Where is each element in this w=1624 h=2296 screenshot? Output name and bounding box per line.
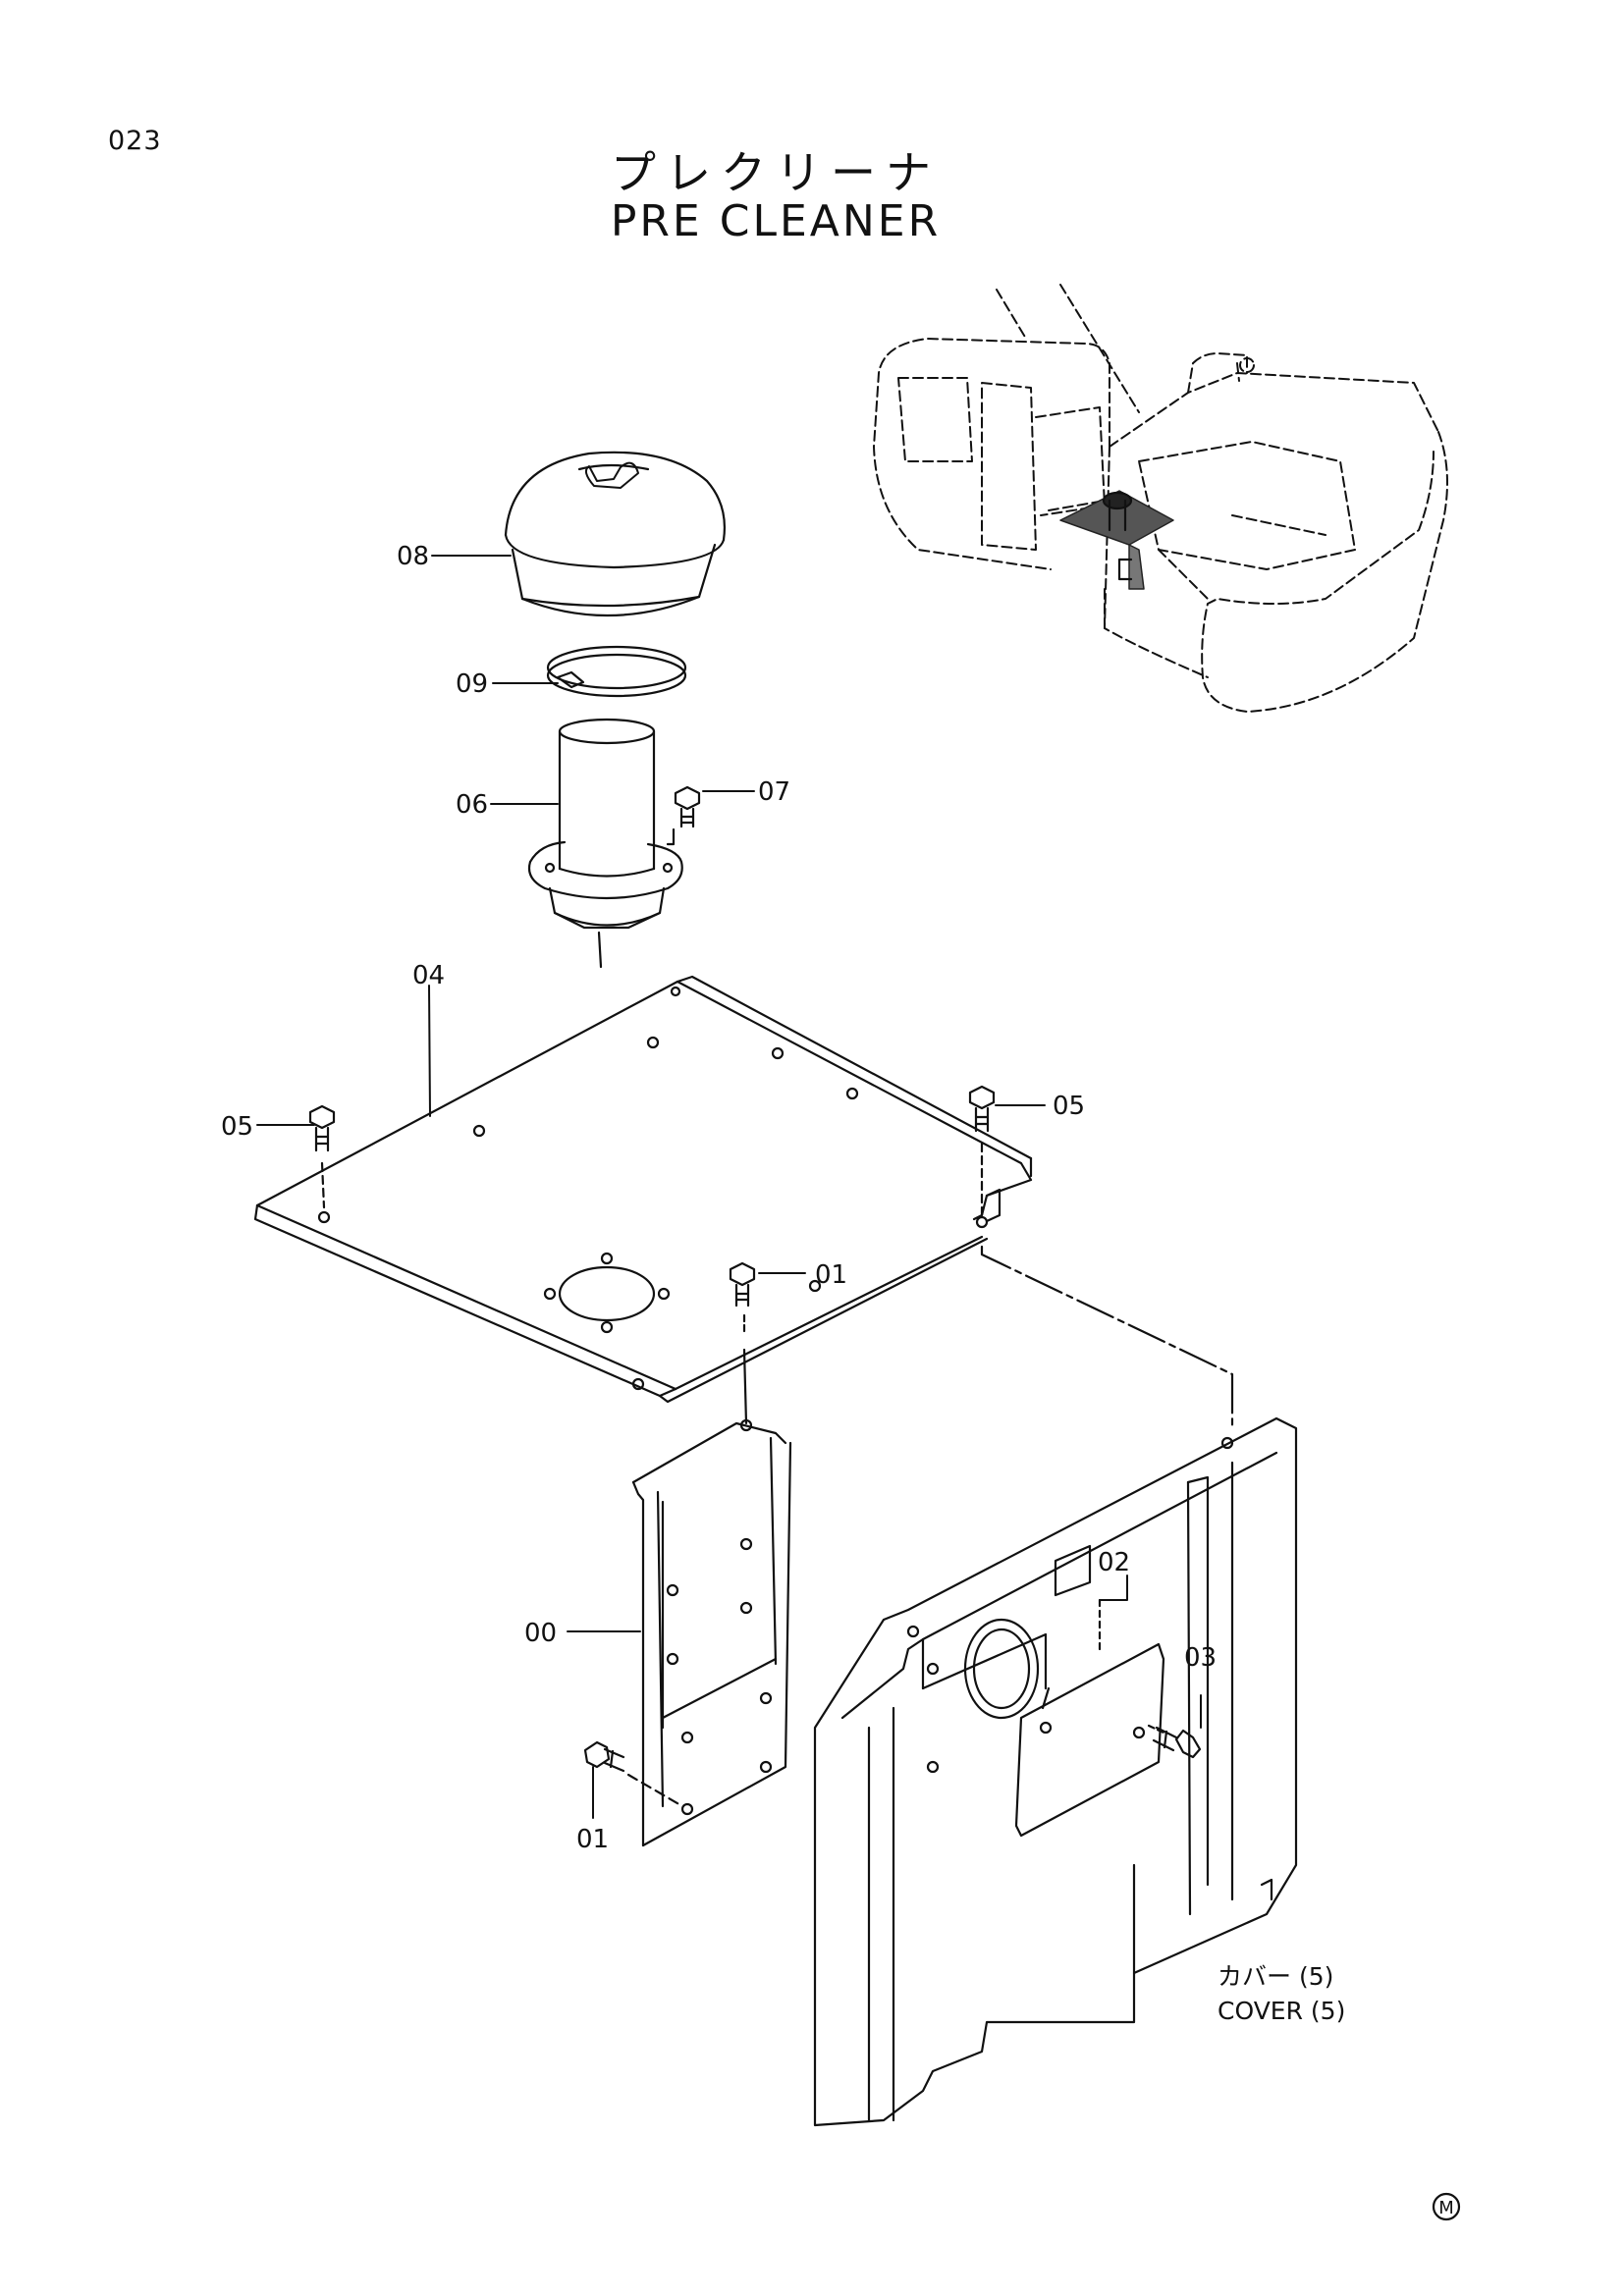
caption-japanese: カバー (5) (1218, 1962, 1333, 1991)
callout-02: 02 (1098, 1548, 1130, 1577)
callout-09: 09 (456, 669, 488, 699)
title-japanese: プレクリーナ (611, 146, 941, 199)
bolt-05-right (968, 1085, 996, 1219)
large-cover (813, 1416, 1298, 2127)
hose-clamp (546, 645, 687, 698)
callout-07: 07 (758, 777, 790, 807)
callout-01-lower: 01 (576, 1825, 609, 1854)
caption-english: COVER (5) (1218, 1997, 1345, 2025)
callout-00: 00 (524, 1619, 557, 1648)
bracket-00 (631, 1418, 792, 1847)
manual-mark-letter: M (1438, 2198, 1454, 2218)
inlet-pipe (527, 718, 683, 969)
machine-overview (873, 284, 1448, 713)
plate-02 (1014, 1598, 1165, 1838)
pre-cleaner-cap (504, 451, 726, 617)
callout-06: 06 (456, 790, 488, 820)
manual-mark-circle (1432, 2192, 1461, 2221)
callout-05-left: 05 (221, 1112, 253, 1142)
bolt-01-upper (729, 1261, 756, 1425)
title-english: PRE CLEANER (610, 196, 942, 246)
callout-08: 08 (397, 542, 429, 571)
bolt-03 (1147, 1724, 1202, 1759)
bolt-07 (666, 785, 701, 846)
cover-plate (253, 975, 1033, 1404)
callout-04: 04 (412, 961, 445, 990)
callout-01-upper: 01 (815, 1260, 847, 1290)
page-number: 023 (108, 126, 162, 156)
bolt-01-lower (583, 1740, 684, 1808)
callout-05-right: 05 (1053, 1092, 1085, 1121)
bolt-05-left (308, 1104, 336, 1209)
callout-03: 03 (1184, 1643, 1217, 1673)
leader-lines (256, 555, 1202, 1819)
location-highlight (1059, 490, 1174, 590)
